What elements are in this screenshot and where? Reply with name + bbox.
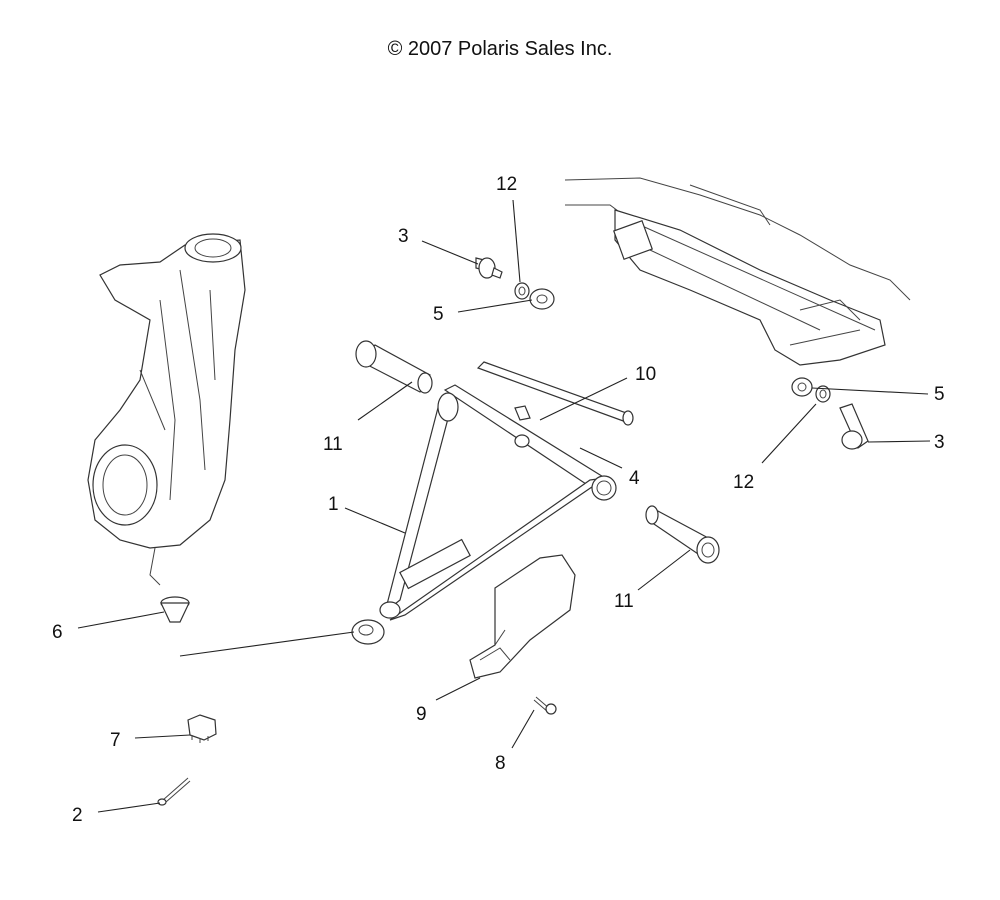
callout-12-right: 12 — [733, 472, 754, 493]
callout-7: 7 — [110, 730, 121, 751]
washer-large-right — [791, 377, 813, 397]
frame-section — [564, 177, 911, 366]
callout-4: 4 — [629, 468, 640, 489]
callout-9: 9 — [416, 704, 427, 725]
castle-nut — [187, 714, 217, 743]
washer-small-right — [815, 385, 831, 403]
washer-small-upper — [514, 282, 530, 300]
leader-lines — [77, 199, 931, 813]
a-arm — [351, 384, 617, 645]
bolt-right — [839, 403, 869, 450]
bushing-lower — [645, 505, 720, 564]
grease-fitting — [514, 405, 531, 421]
callout-8: 8 — [495, 753, 506, 774]
callout-5-right: 5 — [934, 384, 945, 405]
a-arm-guard — [469, 554, 576, 679]
copyright-notice: © 2007 Polaris Sales Inc. — [387, 38, 613, 60]
guard-screw — [533, 696, 557, 715]
callout-6: 6 — [52, 622, 63, 643]
pivot-tube — [476, 361, 634, 426]
callout-11-left: 11 — [323, 434, 343, 455]
bolt-upper — [475, 257, 503, 279]
callout-12-upper: 12 — [496, 174, 517, 195]
callout-1: 1 — [328, 494, 339, 515]
callout-3-right: 3 — [934, 432, 945, 453]
callout-labels: 3 12 5 10 11 1 4 5 3 12 11 6 9 7 8 2 — [52, 174, 945, 826]
bushing-upper — [355, 340, 433, 394]
ball-joint-boot — [160, 596, 190, 623]
callout-11-right: 11 — [614, 591, 634, 612]
cotter-pin — [157, 777, 191, 806]
callout-10: 10 — [635, 364, 656, 385]
callout-2: 2 — [72, 805, 83, 826]
callout-3-upper: 3 — [398, 226, 409, 247]
washer-large-upper — [529, 288, 555, 310]
callout-5-upper: 5 — [433, 304, 444, 325]
steering-knuckle — [87, 233, 246, 586]
